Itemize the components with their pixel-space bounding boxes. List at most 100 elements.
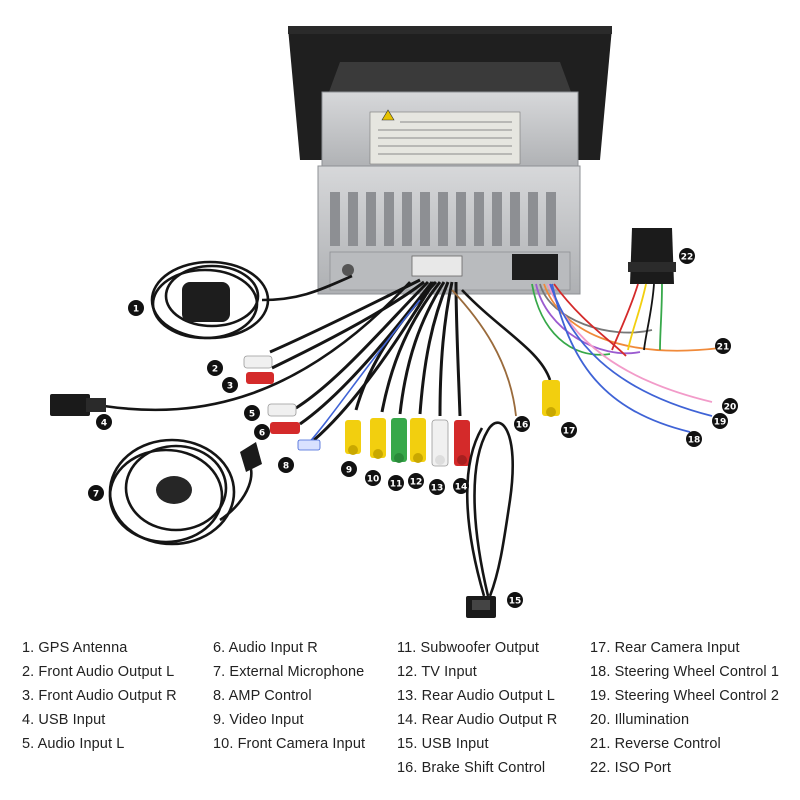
legend-item: 17. Rear Camera Input bbox=[590, 640, 740, 656]
microphone-head bbox=[156, 476, 192, 504]
svg-text:2: 2 bbox=[212, 365, 218, 375]
rca-plug-13 bbox=[431, 419, 449, 467]
svg-text:20: 20 bbox=[724, 403, 737, 413]
svg-text:11: 11 bbox=[390, 480, 403, 490]
svg-text:17: 17 bbox=[563, 427, 576, 437]
legend-item: 6. Audio Input R bbox=[213, 640, 318, 656]
vent-slots bbox=[330, 192, 556, 246]
legend-item: 15. USB Input bbox=[397, 736, 489, 752]
rca-plug-3 bbox=[246, 372, 274, 384]
callout-20: 20 bbox=[722, 398, 738, 414]
screen-bezel bbox=[288, 26, 612, 34]
callout-15: 15 bbox=[507, 592, 523, 608]
legend-item: 11. Subwoofer Output bbox=[397, 640, 539, 656]
callout-2: 2 bbox=[207, 360, 223, 376]
legend-column-1: 1. GPS Antenna 2. Front Audio Output L 3… bbox=[22, 636, 177, 756]
svg-text:9: 9 bbox=[346, 466, 352, 476]
rca-plug-14 bbox=[454, 420, 470, 466]
legend-item: 9. Video Input bbox=[213, 712, 304, 728]
svg-text:13: 13 bbox=[431, 484, 444, 494]
rca-plug-10 bbox=[370, 418, 386, 459]
legend-item: 19. Steering Wheel Control 2 bbox=[590, 688, 779, 704]
gps-antenna-puck bbox=[182, 282, 230, 322]
legend-item: 18. Steering Wheel Control 1 bbox=[590, 664, 779, 680]
callout-21: 21 bbox=[715, 338, 731, 354]
rca-plug-2 bbox=[243, 355, 273, 369]
svg-text:10: 10 bbox=[367, 475, 380, 485]
callout-11: 11 bbox=[388, 475, 404, 491]
svg-text:21: 21 bbox=[717, 343, 730, 353]
label-text-lines bbox=[378, 121, 512, 155]
amp-control-wire bbox=[297, 299, 421, 451]
rca-plug-9 bbox=[345, 420, 361, 455]
legend-item: 14. Rear Audio Output R bbox=[397, 712, 558, 728]
legend-column-3: 11. Subwoofer Output 12. TV Input 13. Re… bbox=[397, 636, 557, 780]
usb-cable-15 bbox=[465, 421, 514, 618]
antenna-port bbox=[342, 264, 354, 276]
callout-4: 4 bbox=[96, 414, 112, 430]
legend-item: 1. GPS Antenna bbox=[22, 640, 128, 656]
svg-text:8: 8 bbox=[283, 462, 289, 472]
callout-7: 7 bbox=[88, 485, 104, 501]
legend-item: 21. Reverse Control bbox=[590, 736, 721, 752]
svg-text:18: 18 bbox=[688, 436, 701, 446]
svg-text:12: 12 bbox=[410, 478, 423, 488]
callout-10: 10 bbox=[365, 470, 381, 486]
rca-plug-11 bbox=[391, 418, 407, 463]
svg-text:5: 5 bbox=[249, 410, 255, 420]
svg-text:1: 1 bbox=[133, 305, 139, 315]
legend-item: 20. Illumination bbox=[590, 712, 690, 728]
legend: 1. GPS Antenna 2. Front Audio Output L 3… bbox=[0, 630, 800, 800]
legend-item: 2. Front Audio Output L bbox=[22, 664, 175, 680]
callout-17: 17 bbox=[561, 422, 577, 438]
legend-column-4: 17. Rear Camera Input 18. Steering Wheel… bbox=[590, 636, 779, 780]
rca-plug-6 bbox=[270, 422, 300, 434]
usb-cable-4 bbox=[50, 281, 411, 416]
legend-item: 7. External Microphone bbox=[213, 664, 365, 680]
iso-connector bbox=[611, 228, 676, 351]
callout-14: 14 bbox=[453, 478, 469, 494]
callout-3: 3 bbox=[222, 377, 238, 393]
callout-13: 13 bbox=[429, 479, 445, 495]
callout-8: 8 bbox=[278, 457, 294, 473]
callout-9: 9 bbox=[341, 461, 357, 477]
legend-item: 8. AMP Control bbox=[213, 688, 312, 704]
legend-item: 13. Rear Audio Output L bbox=[397, 688, 555, 704]
cable-bundle bbox=[269, 278, 462, 442]
callout-5: 5 bbox=[244, 405, 260, 421]
rca-plug-5 bbox=[267, 403, 297, 417]
mounting-bracket bbox=[326, 62, 574, 100]
legend-item: 4. USB Input bbox=[22, 712, 106, 728]
legend-item: 22. ISO Port bbox=[590, 760, 671, 776]
iso-harness-wires bbox=[531, 283, 721, 433]
callout-18: 18 bbox=[686, 431, 702, 447]
warning-triangle-icon bbox=[381, 109, 395, 121]
harness-socket bbox=[411, 255, 463, 277]
svg-text:22: 22 bbox=[681, 253, 694, 263]
callout-1: 1 bbox=[128, 300, 144, 316]
microphone-plug bbox=[240, 442, 262, 472]
rca-plug-12 bbox=[410, 418, 426, 463]
svg-text:7: 7 bbox=[93, 490, 99, 500]
legend-column-2: 6. Audio Input R 7. External Microphone … bbox=[213, 636, 365, 756]
legend-item: 3. Front Audio Output R bbox=[22, 688, 177, 704]
svg-text:14: 14 bbox=[455, 483, 468, 493]
legend-item: 16. Brake Shift Control bbox=[397, 760, 546, 776]
wiring-diagram: 1 2 3 4 5 6 7 8 9 10 11 12 13 14 15 16 1… bbox=[50, 26, 738, 618]
legend-item: 5. Audio Input L bbox=[22, 736, 125, 752]
rear-camera-cable bbox=[461, 289, 560, 417]
svg-text:15: 15 bbox=[509, 597, 522, 607]
legend-item: 10. Front Camera Input bbox=[213, 736, 366, 752]
brake-wire bbox=[451, 289, 517, 417]
legend-item: 12. TV Input bbox=[397, 664, 477, 680]
svg-text:16: 16 bbox=[516, 421, 529, 431]
head-unit bbox=[288, 26, 612, 295]
callout-12: 12 bbox=[408, 473, 424, 489]
svg-text:3: 3 bbox=[227, 382, 233, 392]
callout-markers: 1 2 3 4 5 6 7 8 9 10 11 12 13 14 15 16 1… bbox=[88, 248, 738, 608]
svg-text:4: 4 bbox=[101, 419, 107, 429]
iso-socket bbox=[512, 254, 558, 280]
gps-antenna bbox=[150, 260, 353, 340]
svg-text:6: 6 bbox=[259, 429, 265, 439]
external-microphone bbox=[108, 438, 253, 546]
